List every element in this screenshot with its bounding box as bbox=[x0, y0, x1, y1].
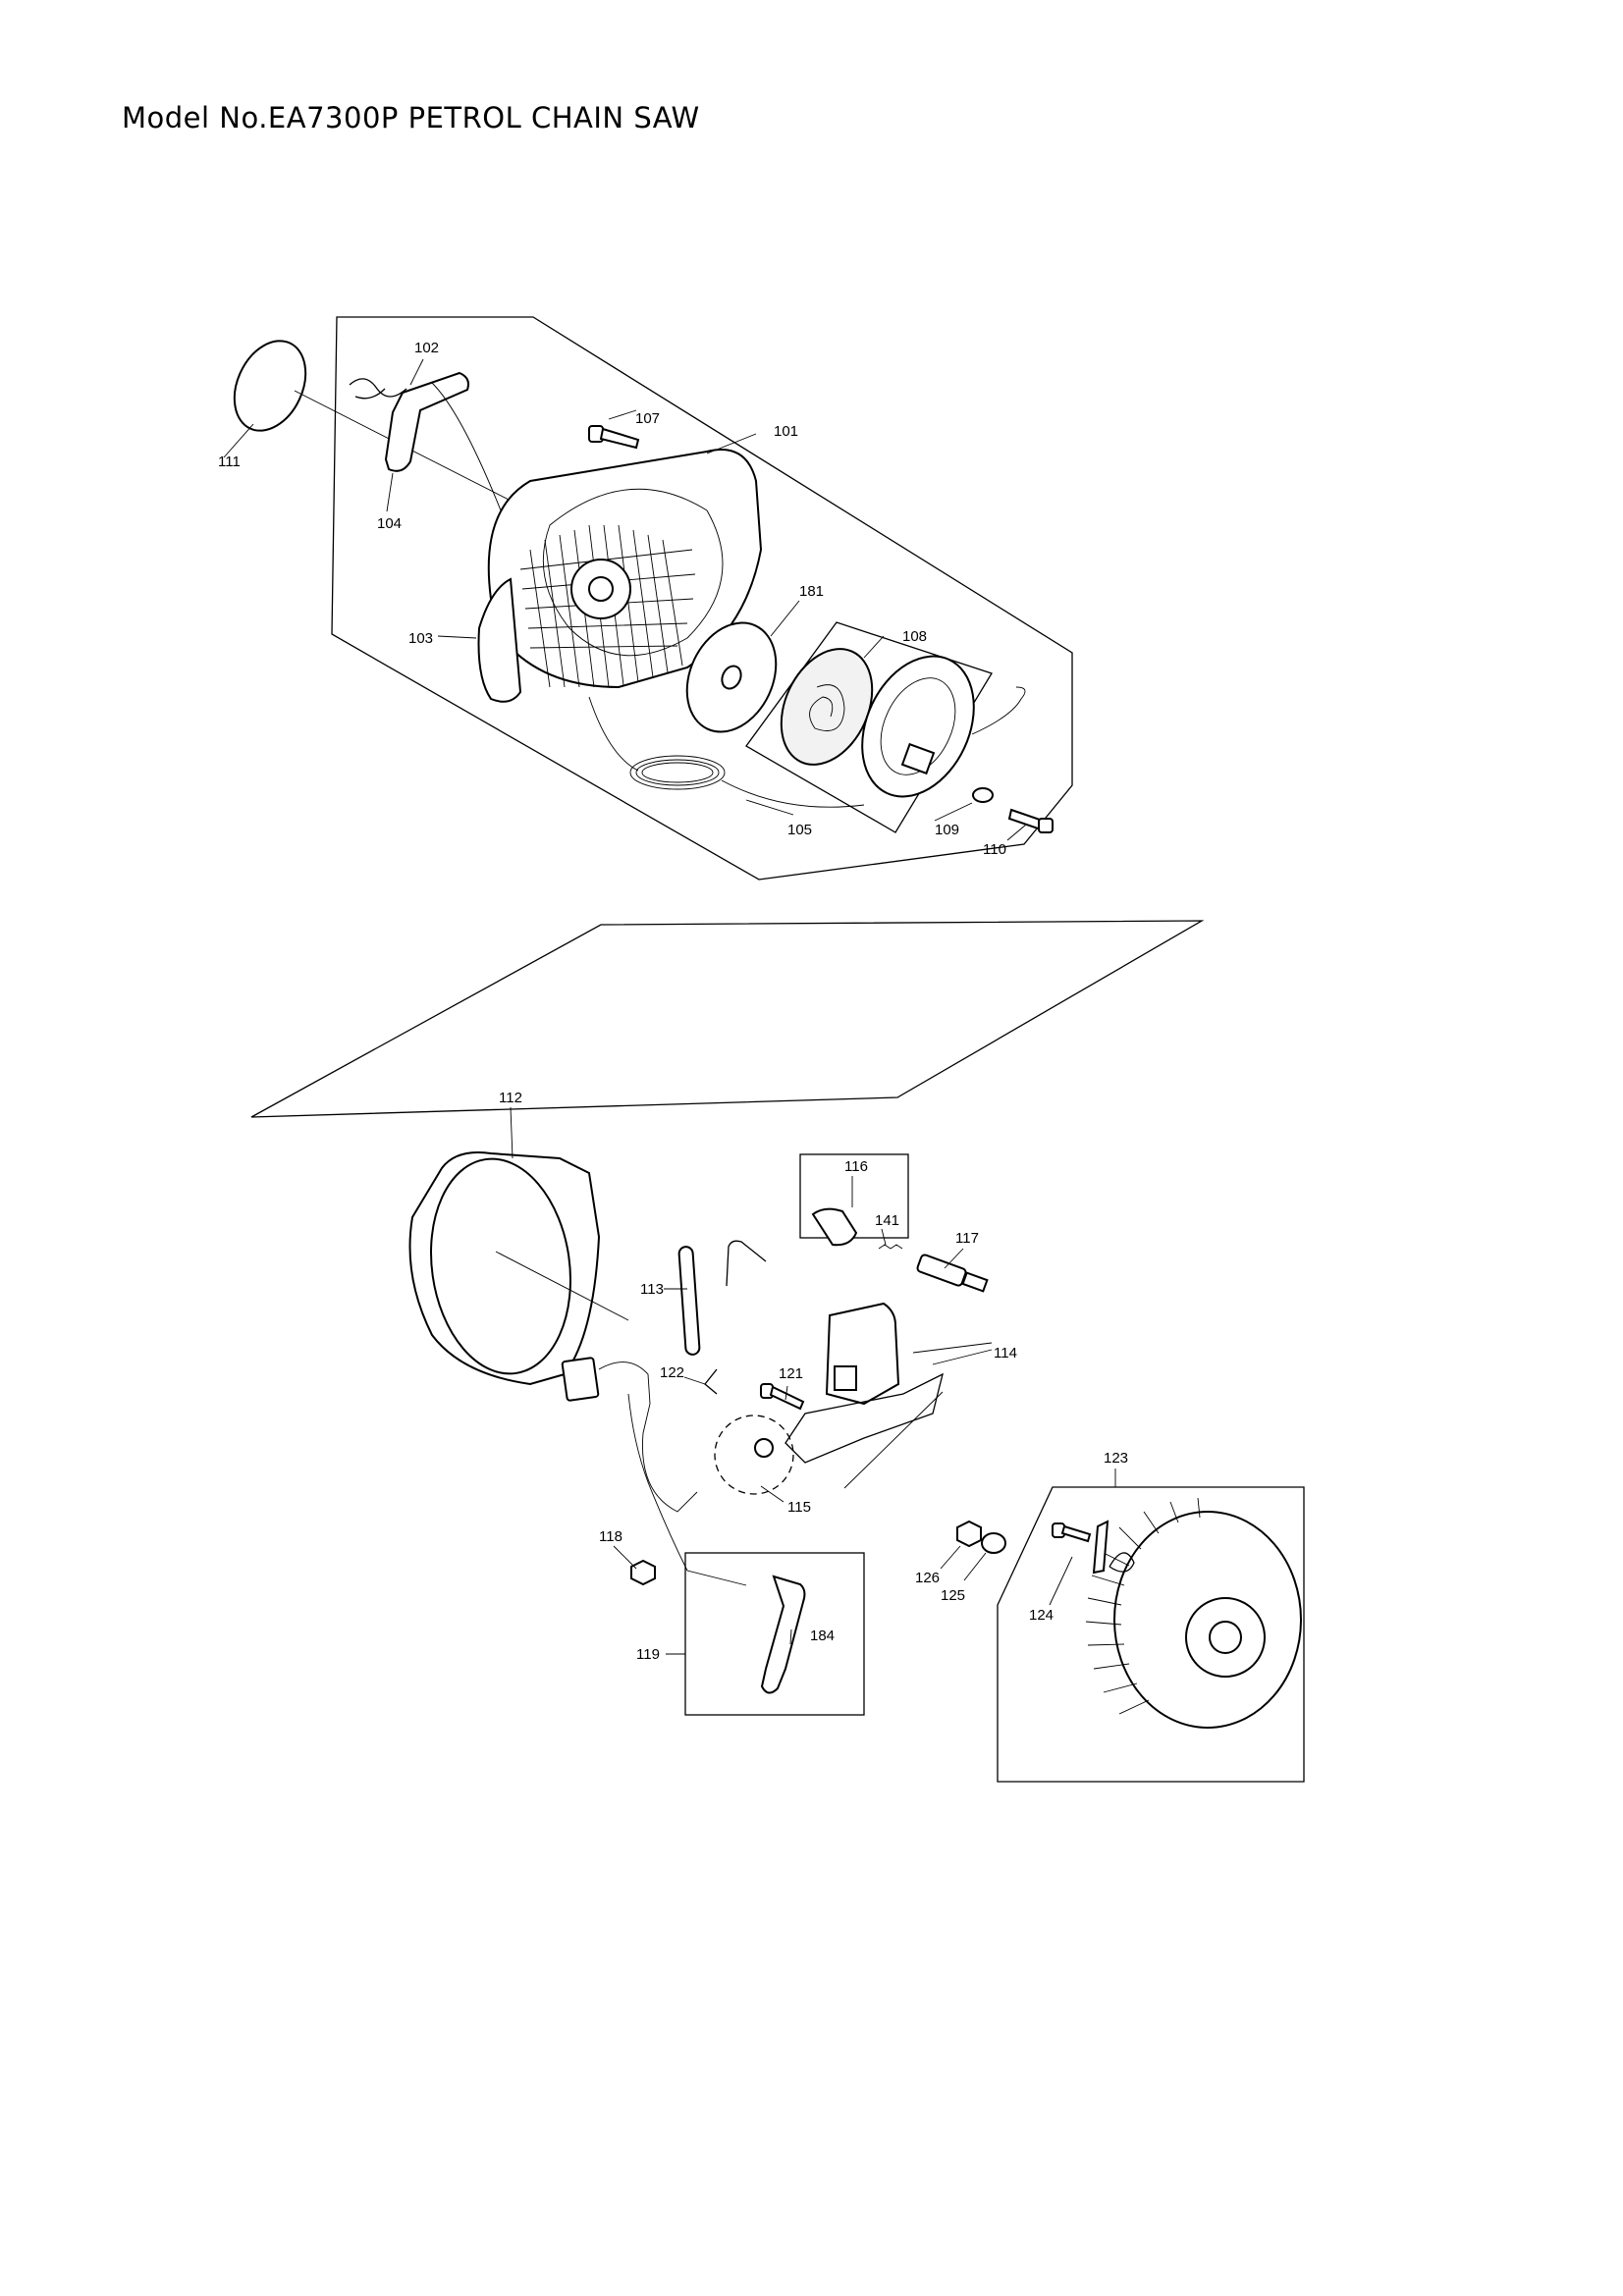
starter-group-outline bbox=[331, 316, 1073, 881]
bolt-107 bbox=[588, 425, 640, 450]
callout-115: 115 bbox=[787, 1499, 811, 1516]
detail-circle-115 bbox=[714, 1415, 794, 1495]
callout-111: 111 bbox=[218, 454, 241, 470]
callout-141: 141 bbox=[875, 1212, 899, 1229]
rope-reel bbox=[861, 655, 975, 798]
callout-119: 119 bbox=[636, 1646, 660, 1663]
callout-123: 123 bbox=[1104, 1450, 1128, 1467]
callout-102: 102 bbox=[414, 340, 439, 356]
callout-101: 101 bbox=[774, 423, 798, 440]
callout-109: 109 bbox=[935, 822, 959, 838]
spark-plug bbox=[916, 1254, 989, 1293]
rope-reel-inner bbox=[880, 677, 956, 775]
callout-110: 110 bbox=[983, 841, 1006, 858]
starter-housing-edge bbox=[477, 577, 522, 703]
washer-125 bbox=[981, 1532, 1006, 1554]
callout-117: 117 bbox=[955, 1230, 979, 1247]
clip-122 bbox=[704, 1368, 718, 1395]
callout-103: 103 bbox=[408, 630, 433, 647]
spring-coil bbox=[809, 684, 845, 731]
ignition-lead bbox=[726, 1240, 767, 1287]
callout-122: 122 bbox=[660, 1364, 684, 1381]
connection-plane-outline bbox=[250, 920, 1205, 1118]
callout-126: 126 bbox=[915, 1570, 940, 1586]
pawl-assembly bbox=[1052, 1520, 1135, 1575]
ignition-coil-bracket bbox=[784, 1372, 944, 1464]
ignition-coil-core bbox=[834, 1365, 857, 1391]
stop-switch-wiring bbox=[561, 1357, 747, 1586]
callout-114: 114 bbox=[994, 1345, 1017, 1362]
callout-181: 181 bbox=[799, 583, 824, 600]
leader-lines bbox=[223, 358, 1116, 1655]
flywheel bbox=[1085, 1497, 1302, 1729]
starter-handle bbox=[384, 371, 469, 472]
hose-113 bbox=[677, 1246, 701, 1356]
callout-184: 184 bbox=[810, 1628, 835, 1644]
reel-hub-key bbox=[900, 742, 936, 775]
flywheel-group-outline bbox=[997, 1486, 1305, 1783]
callout-124: 124 bbox=[1029, 1607, 1054, 1624]
washer-109 bbox=[972, 787, 994, 803]
fan-cover-axis bbox=[495, 1251, 629, 1321]
bolt-121 bbox=[760, 1383, 805, 1411]
callout-104: 104 bbox=[377, 515, 402, 532]
housing-hub-center bbox=[588, 576, 614, 602]
callout-107: 107 bbox=[635, 410, 660, 427]
stop-plate bbox=[760, 1575, 806, 1694]
screw-110 bbox=[1007, 808, 1054, 833]
plug-cap bbox=[811, 1207, 858, 1247]
callout-116: 116 bbox=[844, 1158, 868, 1175]
nut-126 bbox=[956, 1520, 982, 1548]
stop-switch-box bbox=[684, 1552, 865, 1716]
callout-105: 105 bbox=[787, 822, 812, 838]
callout-113: 113 bbox=[640, 1281, 664, 1298]
starter-rope-line bbox=[431, 382, 502, 511]
nut-118 bbox=[630, 1559, 656, 1586]
cap-spring bbox=[878, 1244, 903, 1250]
starter-rope-coil bbox=[588, 696, 865, 808]
callout-108: 108 bbox=[902, 628, 927, 645]
callout-112: 112 bbox=[499, 1090, 522, 1106]
callout-118: 118 bbox=[599, 1528, 622, 1545]
sticker-disc bbox=[233, 340, 307, 432]
leaders-114 bbox=[843, 1342, 993, 1489]
callout-121: 121 bbox=[779, 1365, 803, 1382]
fan-cover-opening bbox=[430, 1157, 571, 1375]
callout-125: 125 bbox=[941, 1587, 965, 1604]
rope-end-loop bbox=[971, 686, 1026, 735]
page-title: Model No.EA7300P PETROL CHAIN SAW bbox=[122, 101, 700, 134]
rope-knot bbox=[349, 378, 407, 400]
plate-washer-hole bbox=[721, 665, 742, 690]
grommet bbox=[754, 1438, 774, 1458]
